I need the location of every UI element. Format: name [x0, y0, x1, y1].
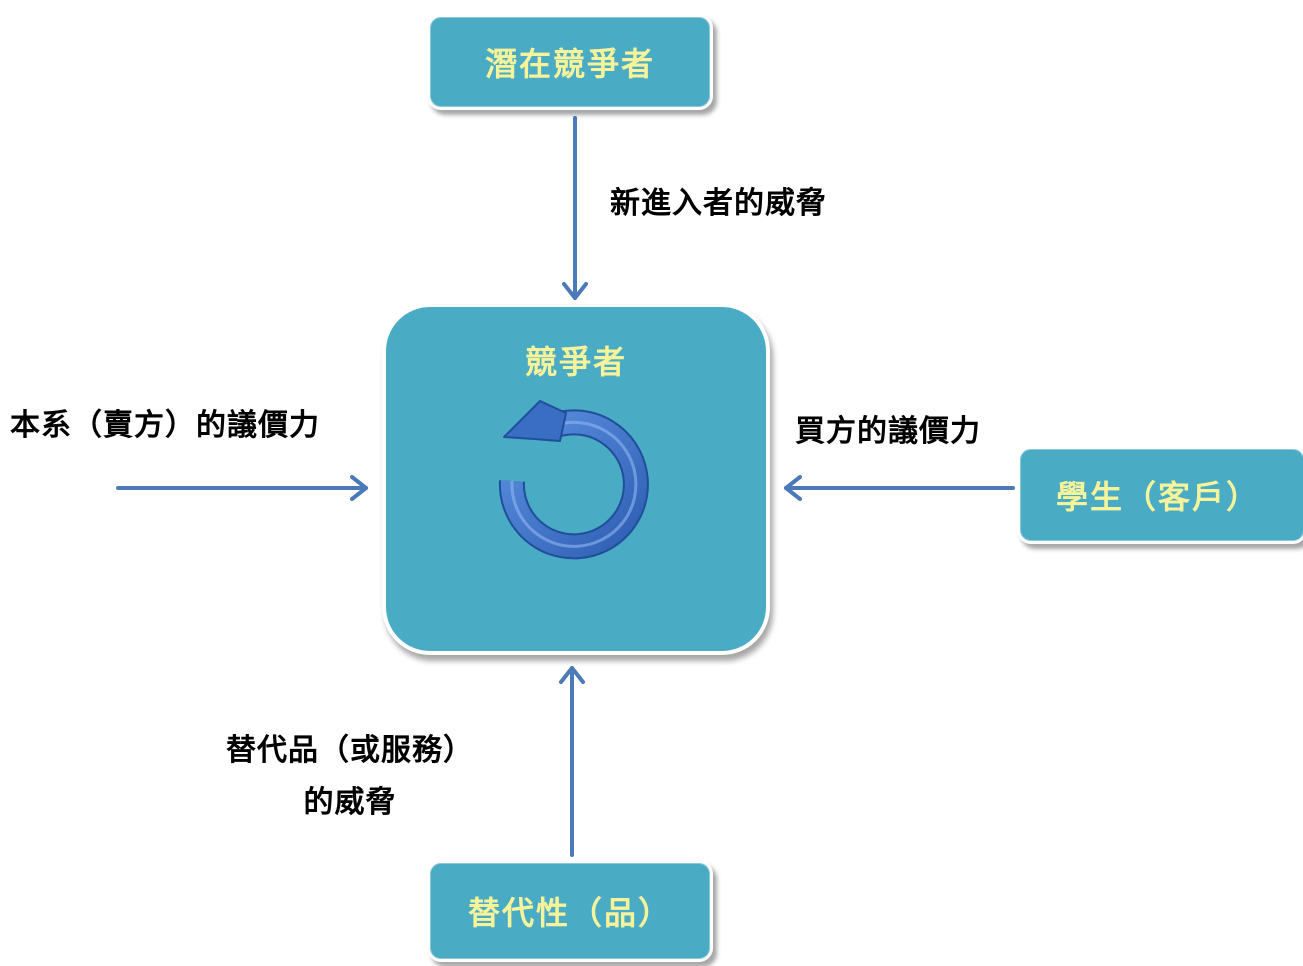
edge-label-substitutes: 替代品（或服務） 的威脅: [226, 725, 474, 829]
edge-label-new-entrants: 新進入者的威脅: [610, 186, 827, 221]
edge-label-substitutes-line1: 替代品（或服務）: [226, 733, 474, 768]
edge-label-substitutes-line2: 的威脅: [303, 785, 397, 820]
edge-label-seller-power: 本系（賣方）的議價力: [10, 408, 320, 443]
node-substitutes: 替代性（品）: [427, 860, 713, 962]
node-potential-competitors: 潛在競爭者: [427, 14, 713, 110]
arrow-bottom-head: [559, 666, 585, 684]
node-competitors-label: 競爭者: [524, 343, 627, 381]
node-substitutes-label: 替代性（品）: [467, 894, 672, 932]
arrow-right-head: [784, 475, 802, 501]
node-potential-competitors-label: 潛在競爭者: [484, 45, 655, 83]
arrow-left-head: [350, 475, 368, 501]
node-competitors: 競爭者: [382, 303, 770, 655]
rotate-ccw-icon: [498, 400, 649, 560]
node-students-label: 學生（客戶）: [1056, 478, 1261, 516]
arrow-top-head: [562, 282, 588, 300]
node-students: 學生（客戶）: [1017, 446, 1303, 544]
edge-label-buyer-power: 買方的議價力: [795, 414, 981, 449]
